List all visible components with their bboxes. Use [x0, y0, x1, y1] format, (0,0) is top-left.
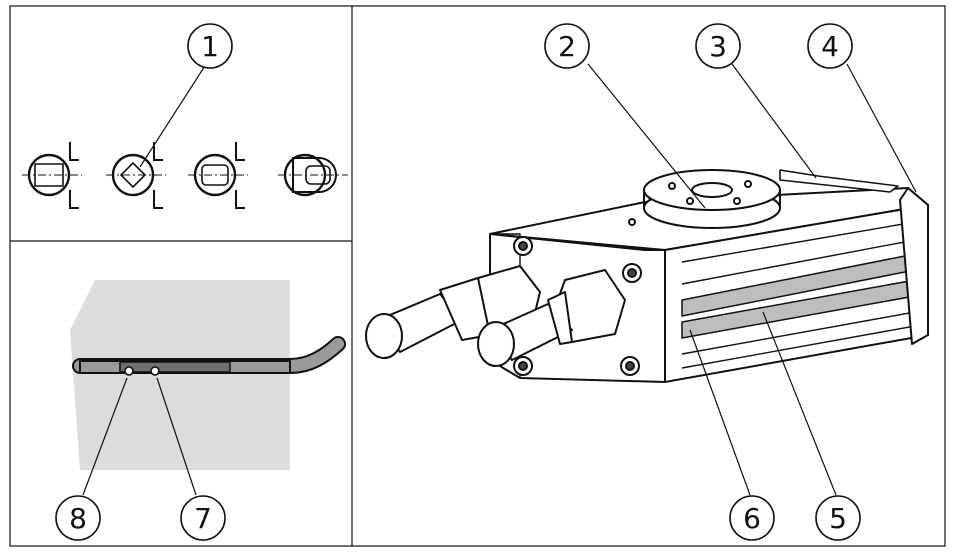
callout-2: 2 [544, 23, 590, 69]
callout-label-2: 2 [558, 30, 576, 63]
leader-line-2 [587, 63, 706, 209]
drive-end-cap [899, 187, 929, 345]
leader-line-8 [82, 377, 128, 496]
callout-7: 7 [180, 495, 226, 541]
sensor-body [79, 360, 291, 374]
sensor-mounting-area [70, 280, 290, 470]
leader-line-6 [689, 329, 751, 496]
sensor-screw-icon [124, 366, 134, 376]
cam-profile-b [106, 142, 166, 209]
callout-3: 3 [695, 23, 741, 69]
callout-8: 8 [55, 495, 101, 541]
leader-line-7 [156, 377, 197, 496]
callout-6: 6 [729, 495, 775, 541]
sensor-rail [779, 169, 899, 193]
callout-label-8: 8 [69, 502, 87, 535]
leader-line-1 [139, 57, 211, 168]
sensor-housing [119, 361, 231, 373]
leader-line-4 [846, 63, 917, 193]
callout-label-5: 5 [829, 502, 847, 535]
callout-4: 4 [807, 23, 853, 69]
callout-label-6: 6 [743, 502, 761, 535]
callouts: 1 2 3 4 5 6 7 8 [55, 23, 861, 541]
leader-line-3 [731, 63, 817, 179]
stop-screw-right [477, 269, 626, 367]
callout-label-4: 4 [821, 30, 839, 63]
callout-label-1: 1 [201, 30, 219, 63]
cam-profile-a [22, 142, 82, 209]
cam-profile-c [188, 142, 248, 209]
callout-1: 1 [187, 23, 233, 69]
callout-label-3: 3 [709, 30, 727, 63]
panel-frames [9, 5, 946, 547]
leader-line-5 [762, 311, 837, 496]
cam-profiles-panel [22, 57, 348, 209]
rotary-drive-panel [365, 63, 929, 496]
sensor-led-icon [150, 366, 160, 376]
callout-5: 5 [815, 495, 861, 541]
callout-label-7: 7 [194, 502, 212, 535]
sensor-panel [70, 280, 346, 496]
outer-frame [9, 5, 946, 547]
cam-profile-d [278, 153, 348, 197]
